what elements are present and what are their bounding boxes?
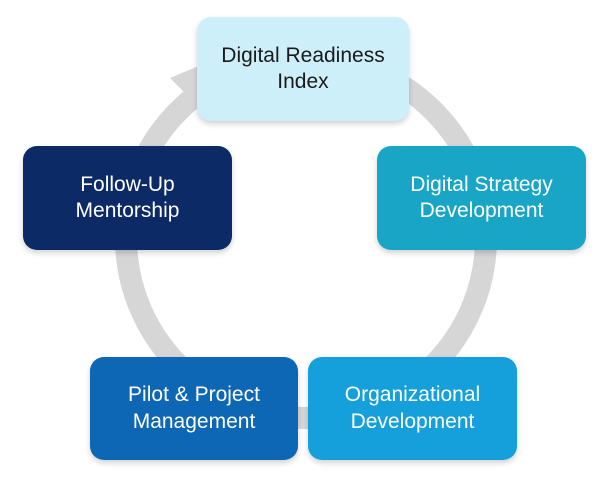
step-follow-up-mentorship: Follow-Up Mentorship — [23, 146, 232, 250]
step-digital-strategy-development: Digital Strategy Development — [377, 146, 586, 250]
step-pilot-project-management: Pilot & Project Management — [90, 357, 298, 460]
step-digital-readiness-index: Digital Readiness Index — [197, 17, 409, 121]
step-organizational-development: Organizational Development — [308, 357, 517, 460]
